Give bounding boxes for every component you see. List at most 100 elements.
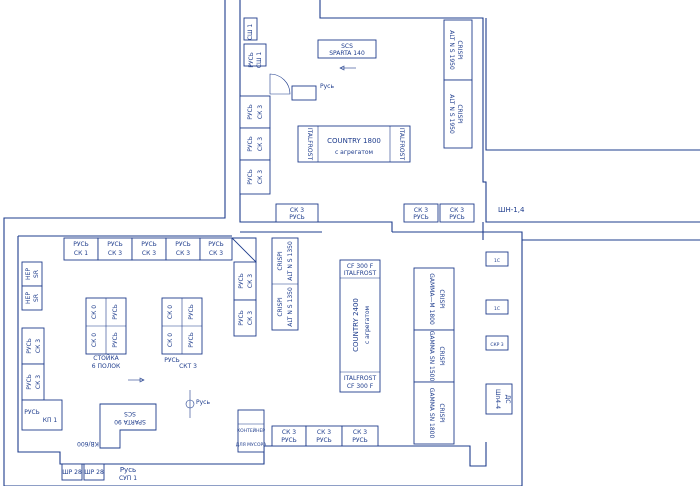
shelf-cut (243, 43, 267, 67)
shelf-row-3-ruc: РУСЬ (175, 241, 191, 248)
right-fixture-1-label: 1С (494, 258, 500, 264)
left-shelf-2-ruc: РУСЬ (26, 374, 33, 390)
shelf-ck1-ck: СК 1 (74, 250, 88, 257)
shelf-ck3-vertical-2 (233, 299, 257, 337)
right-fixture-1 (485, 251, 509, 267)
rack-ck0-1: СК 0 (91, 305, 98, 319)
italfrost-left: ITALFROST (306, 128, 313, 161)
shp-unit (485, 383, 513, 415)
shelf-v1-ck: СК 3 (247, 274, 254, 288)
shelf-cut-label-2: СШ 1 (256, 52, 263, 69)
kp1-label: КП 1 (43, 417, 58, 424)
shelf-ck3-upper-b-label: СК 3 (414, 207, 428, 214)
small-shelf-2-b: SR (33, 294, 40, 302)
sink-unit-label: Русь (320, 83, 334, 90)
bottom-shelf-2-ck: СК 3 (317, 429, 331, 436)
trash-label: ДЛЯ МУСОРА (236, 442, 267, 448)
right-fixture-2 (485, 299, 509, 315)
small-unit-label: СШ 1 (247, 24, 254, 41)
skt3-ruc: РУСЬ (164, 357, 180, 364)
scs-label: SCS (341, 43, 353, 50)
shelf-ck3-upper-b-ruc: РУСЬ (413, 214, 429, 221)
shelf-ck3-upper-c (439, 203, 475, 223)
gamma-m-a: CRISPI (438, 289, 445, 309)
bottom-shelf-2-ruc: РУСЬ (316, 437, 332, 444)
shelf-ck3-row-4 (199, 237, 233, 261)
sup1-label: СУП 1 (119, 475, 137, 482)
small-shelf-1-b: SR (33, 270, 40, 278)
shelf-ck3-upper-a-label: СК 3 (290, 207, 304, 214)
shn14-label: ШН-1,4 (498, 206, 525, 214)
crispi1350-a: CRISPI (277, 251, 284, 271)
sh28-2 (83, 463, 105, 481)
polok-label: 6 ПОЛОК (92, 363, 121, 370)
skt-ruc-1: РУСЬ (188, 304, 195, 320)
rack-ck0-2: СК 0 (91, 333, 98, 347)
arrow-head (339, 65, 345, 71)
center-section: CRISPI ALT N S 1350 CRISPI ALT N S 1350 … (236, 237, 455, 453)
shelf-ck3-2-ruc: РУСЬ (247, 136, 254, 152)
scs-sparta-140 (317, 39, 377, 59)
bottom-shelf-1-ck: СК 3 (282, 429, 296, 436)
gamma-1500-a: CRISPI (438, 346, 445, 366)
left-section: РУСЬ СК 1 РУСЬ СК 3 РУСЬ СК 3 РУСЬ СК 3 … (21, 237, 257, 482)
mixer-label: Русь (196, 399, 210, 406)
shelf-v2-ck: СК 3 (247, 311, 254, 325)
door-swing (269, 73, 291, 95)
gamma-sn-1800 (413, 381, 455, 445)
italfrost-right: ITALFROST (398, 128, 405, 161)
gamma-m-1800 (413, 267, 455, 331)
sh28-1 (61, 463, 83, 481)
country2400-top-a: CF 300 F (347, 263, 374, 270)
rack-ruc-2: РУСЬ (112, 332, 119, 348)
left-shelf-2-ck: СК 3 (35, 375, 42, 389)
crispi-a-2: ALT N S 1950 (448, 30, 455, 70)
gamma-1800-a: CRISPI (438, 403, 445, 423)
sink-unit (291, 85, 317, 101)
shelf-ck3-upper-c-label: СК 3 (450, 207, 464, 214)
shelf-ck3-2-ck: СК 3 (257, 137, 264, 151)
sh28-1-label: ШР 28 (62, 469, 82, 476)
bottom-shelf-3-ck: СК 3 (353, 429, 367, 436)
corner-unit (230, 237, 257, 264)
shelf-v2-ruc: РУСЬ (238, 310, 245, 326)
upper-kitchen: СШ 1 РУСЬ СШ 1 РУСЬ СК 3 РУСЬ СК 3 РУСЬ … (239, 17, 525, 223)
country2400-top-b: ITALFROST (344, 270, 377, 277)
shelf-ck3-3-ruc: РУСЬ (247, 169, 254, 185)
country1800-label: COUNTRY 1800 (327, 137, 381, 145)
right-fixture-3-label: СКР 3 (490, 342, 503, 348)
country2400-agregat: с агрегатом (364, 306, 371, 344)
crispi1350-b: ALT N S 1350 (287, 241, 294, 281)
shelf-cut-label-1: РУСЬ (248, 52, 255, 68)
crispi1350-d: ALT N S 1350 (287, 287, 294, 327)
crispi-b-2: ALT N S 1950 (448, 94, 455, 134)
shelf-row-4-ruc: РУСЬ (208, 241, 224, 248)
container-label: КОНТЕЙНЕР (237, 427, 265, 434)
right-fixture-3 (485, 335, 509, 351)
shelf-row-4-ck: СК 3 (209, 250, 223, 257)
shelf-v1-ruc: РУСЬ (238, 273, 245, 289)
shelf-ck3-upper-a-ruc: РУСЬ (289, 214, 305, 221)
garbage-container (237, 409, 265, 453)
small-shelf-2-a: НЕР (25, 292, 32, 304)
sh28-2-label: ШР 28 (84, 469, 104, 476)
right-section: 1С 1С СКР 3 Шп4-4 ДС (485, 251, 513, 415)
skt3-label: СКТ 3 (179, 363, 197, 370)
country-1800 (297, 125, 411, 163)
stoyka-label: СТОЙКА (93, 355, 119, 362)
small-unit (243, 17, 258, 41)
left-shelf-1-ck: СК 3 (35, 339, 42, 353)
gamma-sn-1500 (413, 329, 455, 383)
shelf-row-2-ruc: РУСЬ (141, 241, 157, 248)
crispi-1950-a (443, 19, 473, 81)
small-shelf-1-a: НЕР (25, 268, 32, 280)
crispi-a-1: CRISPI (456, 40, 463, 60)
shelf-ck1-ruc: РУСЬ (73, 241, 89, 248)
rack-ruc-1: РУСЬ (112, 304, 119, 320)
sparta90-label: SPARTA 90 (114, 418, 146, 425)
skt-ruc-2: РУСЬ (188, 332, 195, 348)
shelf-row-1-ruc: РУСЬ (107, 241, 123, 248)
crispi-1950-b (443, 79, 473, 149)
country2400-bot-b: CF 300 F (347, 383, 374, 390)
shelf-ck3-3 (239, 159, 271, 195)
